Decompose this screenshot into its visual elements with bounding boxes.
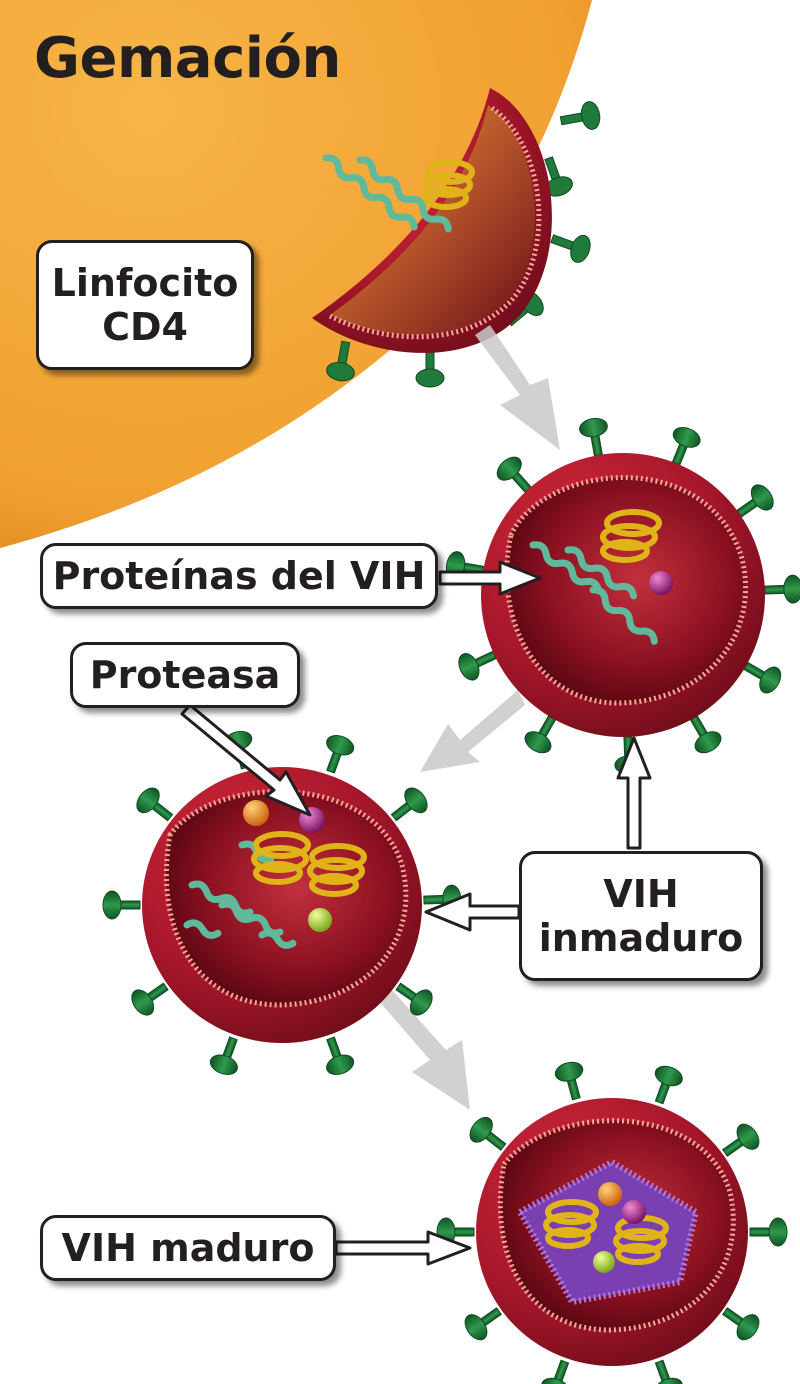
label-vih-inmaduro: VIH inmaduro: [519, 851, 763, 981]
label-inmaduro-line1: VIH: [603, 872, 679, 916]
label-linfocito-cd4: Linfocito CD4: [36, 240, 254, 370]
flow-arrows: [378, 325, 560, 1110]
label-vih-maduro: VIH maduro: [40, 1215, 336, 1281]
lymphocyte-cell: [0, 0, 592, 548]
label-inmaduro-line2: inmaduro: [538, 916, 744, 960]
label-proteasa-text: Proteasa: [89, 653, 281, 697]
virus-immature-1: [445, 417, 800, 775]
budding-virus: [312, 88, 601, 388]
page-title: Gemación: [34, 26, 341, 91]
label-proteinas-text: Proteínas del VIH: [52, 554, 426, 598]
label-proteinas-vih: Proteínas del VIH: [40, 543, 438, 609]
budding-enzyme: [423, 159, 475, 210]
pointer-arrows: [180, 560, 652, 1266]
label-proteasa: Proteasa: [70, 642, 300, 708]
label-linfocito-line1: Linfocito: [51, 261, 239, 305]
budding-rna: [322, 154, 452, 233]
label-maduro-text: VIH maduro: [61, 1226, 315, 1270]
virus-immature-2: [102, 730, 462, 1075]
virus-mature: [436, 1061, 788, 1384]
label-linfocito-line2: CD4: [102, 305, 188, 349]
